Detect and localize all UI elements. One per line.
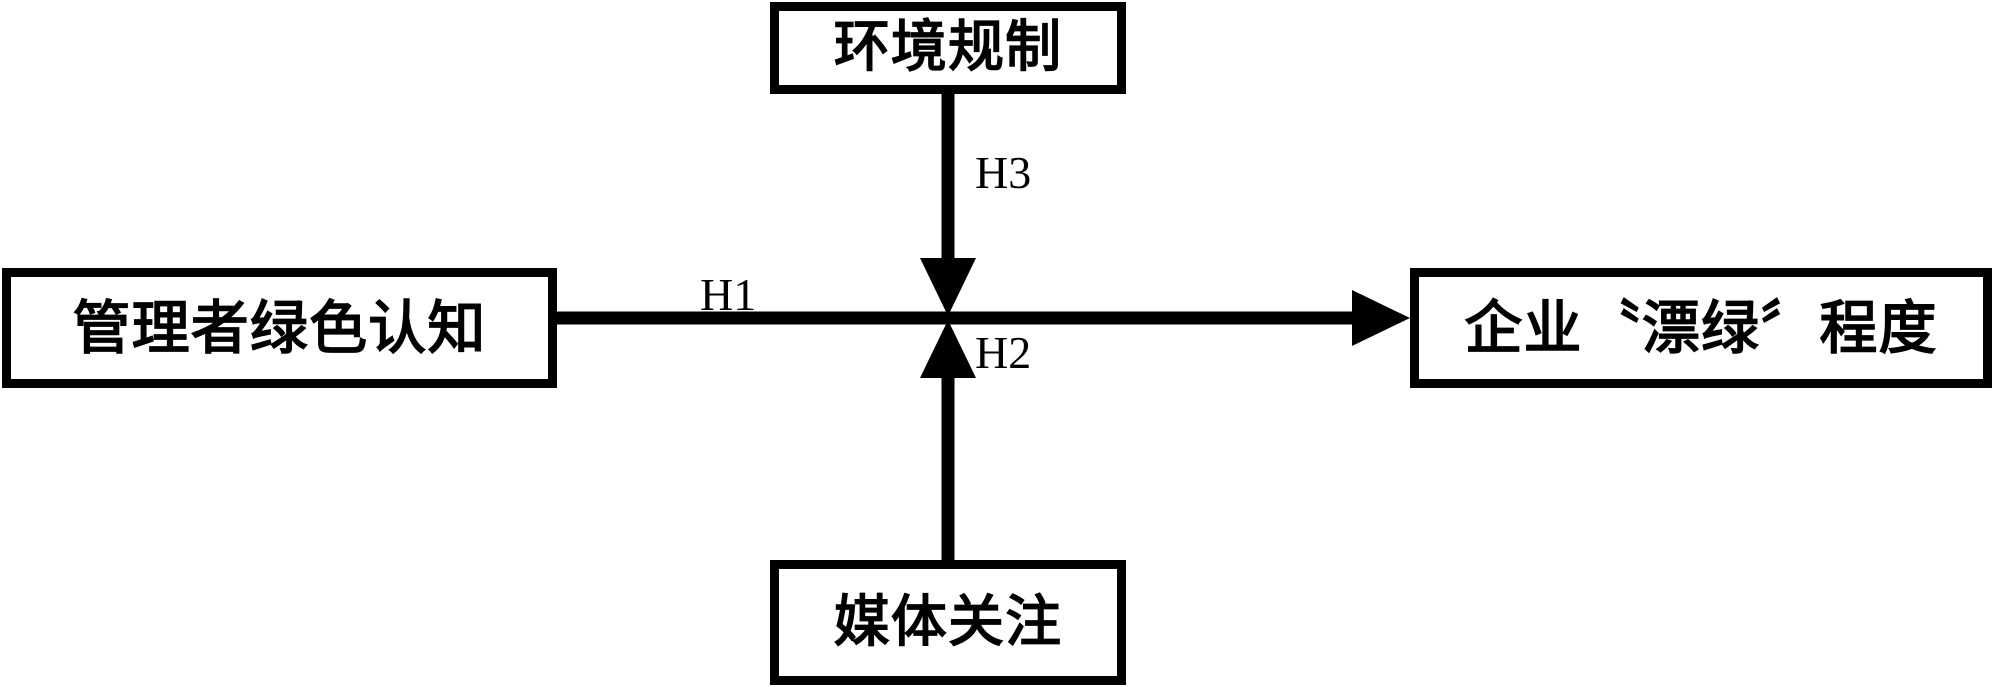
node-environmental-regulation[interactable]: 环境规制 (770, 2, 1126, 94)
node-media-attention[interactable]: 媒体关注 (770, 560, 1126, 685)
node-media-attention-label: 媒体关注 (833, 589, 1063, 655)
node-manager-green-cognition-label: 管理者绿色认知 (72, 294, 487, 362)
edge-h2 (920, 320, 976, 560)
node-manager-green-cognition[interactable]: 管理者绿色认知 (2, 268, 557, 388)
edge-h3-arrowhead (920, 258, 976, 316)
edge-h1-arrowhead (1352, 290, 1410, 346)
edge-h2-arrowhead (920, 320, 976, 378)
edge-h3 (920, 92, 976, 316)
node-corporate-greenwashing-degree-label: 企业〝漂绿〞程度 (1464, 294, 1938, 362)
edge-label-h3: H3 (975, 147, 1032, 198)
edge-label-h1: H1 (700, 269, 757, 320)
node-environmental-regulation-label: 环境规制 (833, 15, 1063, 80)
node-corporate-greenwashing-degree[interactable]: 企业〝漂绿〞程度 (1410, 268, 1992, 388)
edge-label-h2: H2 (975, 327, 1032, 378)
